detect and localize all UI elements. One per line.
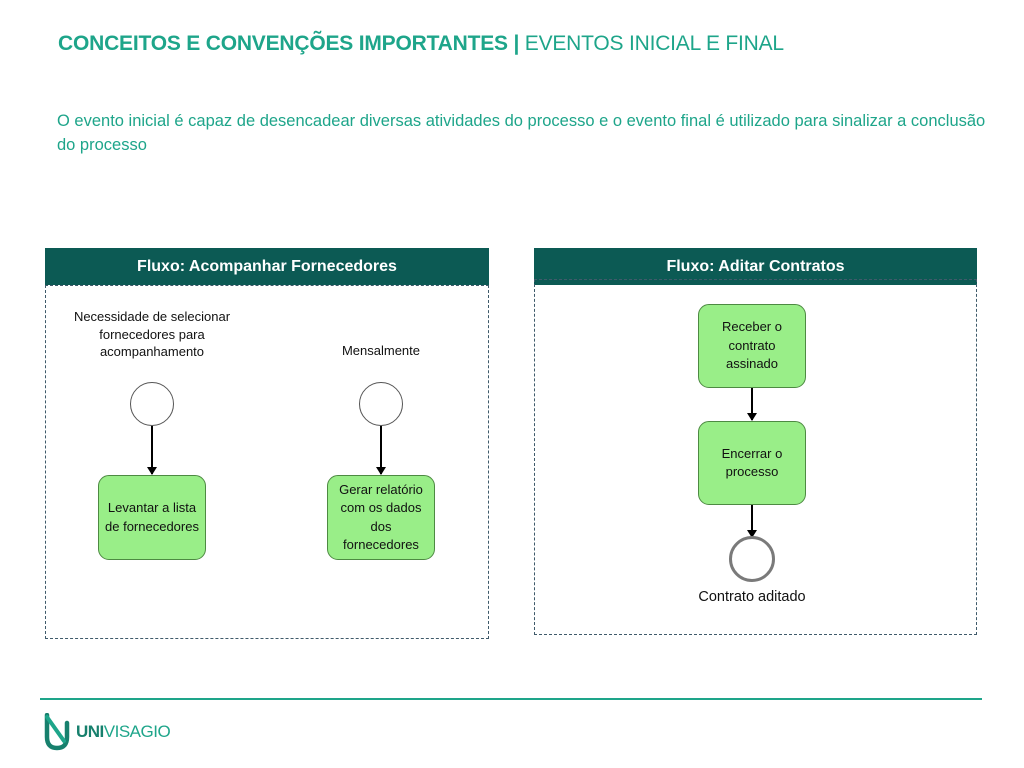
flow-arrow-left-1 bbox=[147, 426, 156, 475]
panel-header-left: Fluxo: Acompanhar Fornecedores bbox=[45, 248, 489, 285]
univisagio-logo-text: UNIVISAGIO bbox=[76, 722, 171, 742]
panel-header-right: Fluxo: Aditar Contratos bbox=[534, 248, 977, 285]
task-gerar-relatorio: Gerar relatório com os dados dos fornece… bbox=[327, 475, 435, 560]
start-event-circle-2 bbox=[359, 382, 403, 426]
logo-text-uni: UNI bbox=[76, 722, 104, 741]
page-title-sub: EVENTOS INICIAL E FINAL bbox=[524, 32, 784, 55]
flow-arrow-left-2 bbox=[376, 426, 385, 475]
task-encerrar-processo: Encerrar o processo bbox=[698, 421, 806, 505]
start-event-circle-1 bbox=[130, 382, 174, 426]
flow-arrow-right-1 bbox=[747, 388, 756, 421]
panel-body-right bbox=[534, 279, 977, 635]
univisagio-logo-icon bbox=[44, 713, 70, 751]
panel-aditar-contratos: Fluxo: Aditar Contratos Receber o contra… bbox=[534, 248, 977, 635]
logo-text-visagio: VISAGIO bbox=[103, 722, 171, 741]
footer-divider bbox=[40, 698, 982, 700]
end-event-label: Contrato aditado bbox=[698, 589, 806, 605]
flow-arrow-right-2 bbox=[747, 505, 756, 538]
page-title: CONCEITOS E CONVENÇÕES IMPORTANTES | EVE… bbox=[58, 32, 784, 56]
task-receber-contrato: Receber o contrato assinado bbox=[698, 304, 806, 388]
task-levantar-lista: Levantar a lista de fornecedores bbox=[98, 475, 206, 560]
panel-acompanhar-fornecedores: Fluxo: Acompanhar Fornecedores Necessida… bbox=[45, 248, 489, 639]
start-event-label-2: Mensalmente bbox=[341, 343, 421, 358]
start-event-label-1: Necessidade de selecionar fornecedores p… bbox=[73, 309, 231, 359]
univisagio-logo: UNIVISAGIO bbox=[44, 713, 171, 751]
page-title-main: CONCEITOS E CONVENÇÕES IMPORTANTES | bbox=[58, 32, 520, 55]
panel-body-left bbox=[45, 285, 489, 639]
page-description: O evento inicial é capaz de desencadear … bbox=[57, 112, 986, 154]
end-event-circle bbox=[729, 536, 775, 582]
